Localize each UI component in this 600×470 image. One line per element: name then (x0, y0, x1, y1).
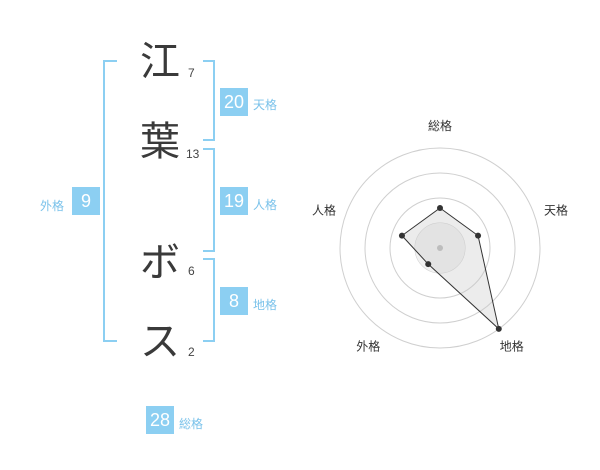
radar-point-5 (398, 232, 405, 239)
radar-axis-label-4: 外格 (356, 339, 380, 354)
tenkaku-bracket (203, 60, 215, 141)
radar-ring-4 (339, 147, 541, 349)
jinkaku-badge: 19 (220, 187, 248, 215)
radar-point-1 (437, 205, 443, 211)
jinkaku-bracket (203, 148, 215, 252)
radar-axis-label-3: 地格 (500, 339, 524, 354)
jinkaku-label: 人格 (253, 198, 278, 212)
gaikaku-label: 外格 (40, 199, 65, 213)
radar-data-polygon (401, 207, 500, 331)
radar-center-dot (437, 245, 443, 251)
stroke-count-3: 6 (188, 264, 195, 278)
tenkaku-label: 天格 (253, 98, 278, 112)
soukaku-badge: 28 (146, 406, 174, 434)
stroke-count-4: 2 (188, 345, 195, 359)
stroke-count-2: 13 (186, 147, 200, 161)
chikaku-label: 地格 (253, 298, 278, 312)
stroke-count-1: 7 (188, 66, 195, 80)
radar-point-4 (425, 261, 432, 268)
chikaku-bracket (203, 258, 215, 342)
radar-axis-label-2: 天格 (544, 202, 568, 217)
name-char-3: ボ (140, 240, 180, 286)
radar-axis-label-5: 人格 (312, 202, 336, 217)
gaikaku-badge: 9 (72, 187, 100, 215)
name-char-2: 葉 (140, 119, 180, 165)
soukaku-label: 総格 (179, 417, 204, 431)
radar-axis-label-1: 総格 (428, 118, 452, 133)
name-char-4: ス (140, 319, 180, 365)
radar-ring-3 (364, 172, 516, 324)
tenkaku-badge: 20 (220, 88, 248, 116)
name-char-1: 江 (140, 39, 180, 85)
radar-ring-2 (389, 197, 491, 299)
gaikaku-bracket (103, 60, 117, 342)
radar-point-3 (495, 325, 502, 332)
radar-point-2 (475, 232, 482, 239)
chikaku-badge: 8 (220, 287, 248, 315)
